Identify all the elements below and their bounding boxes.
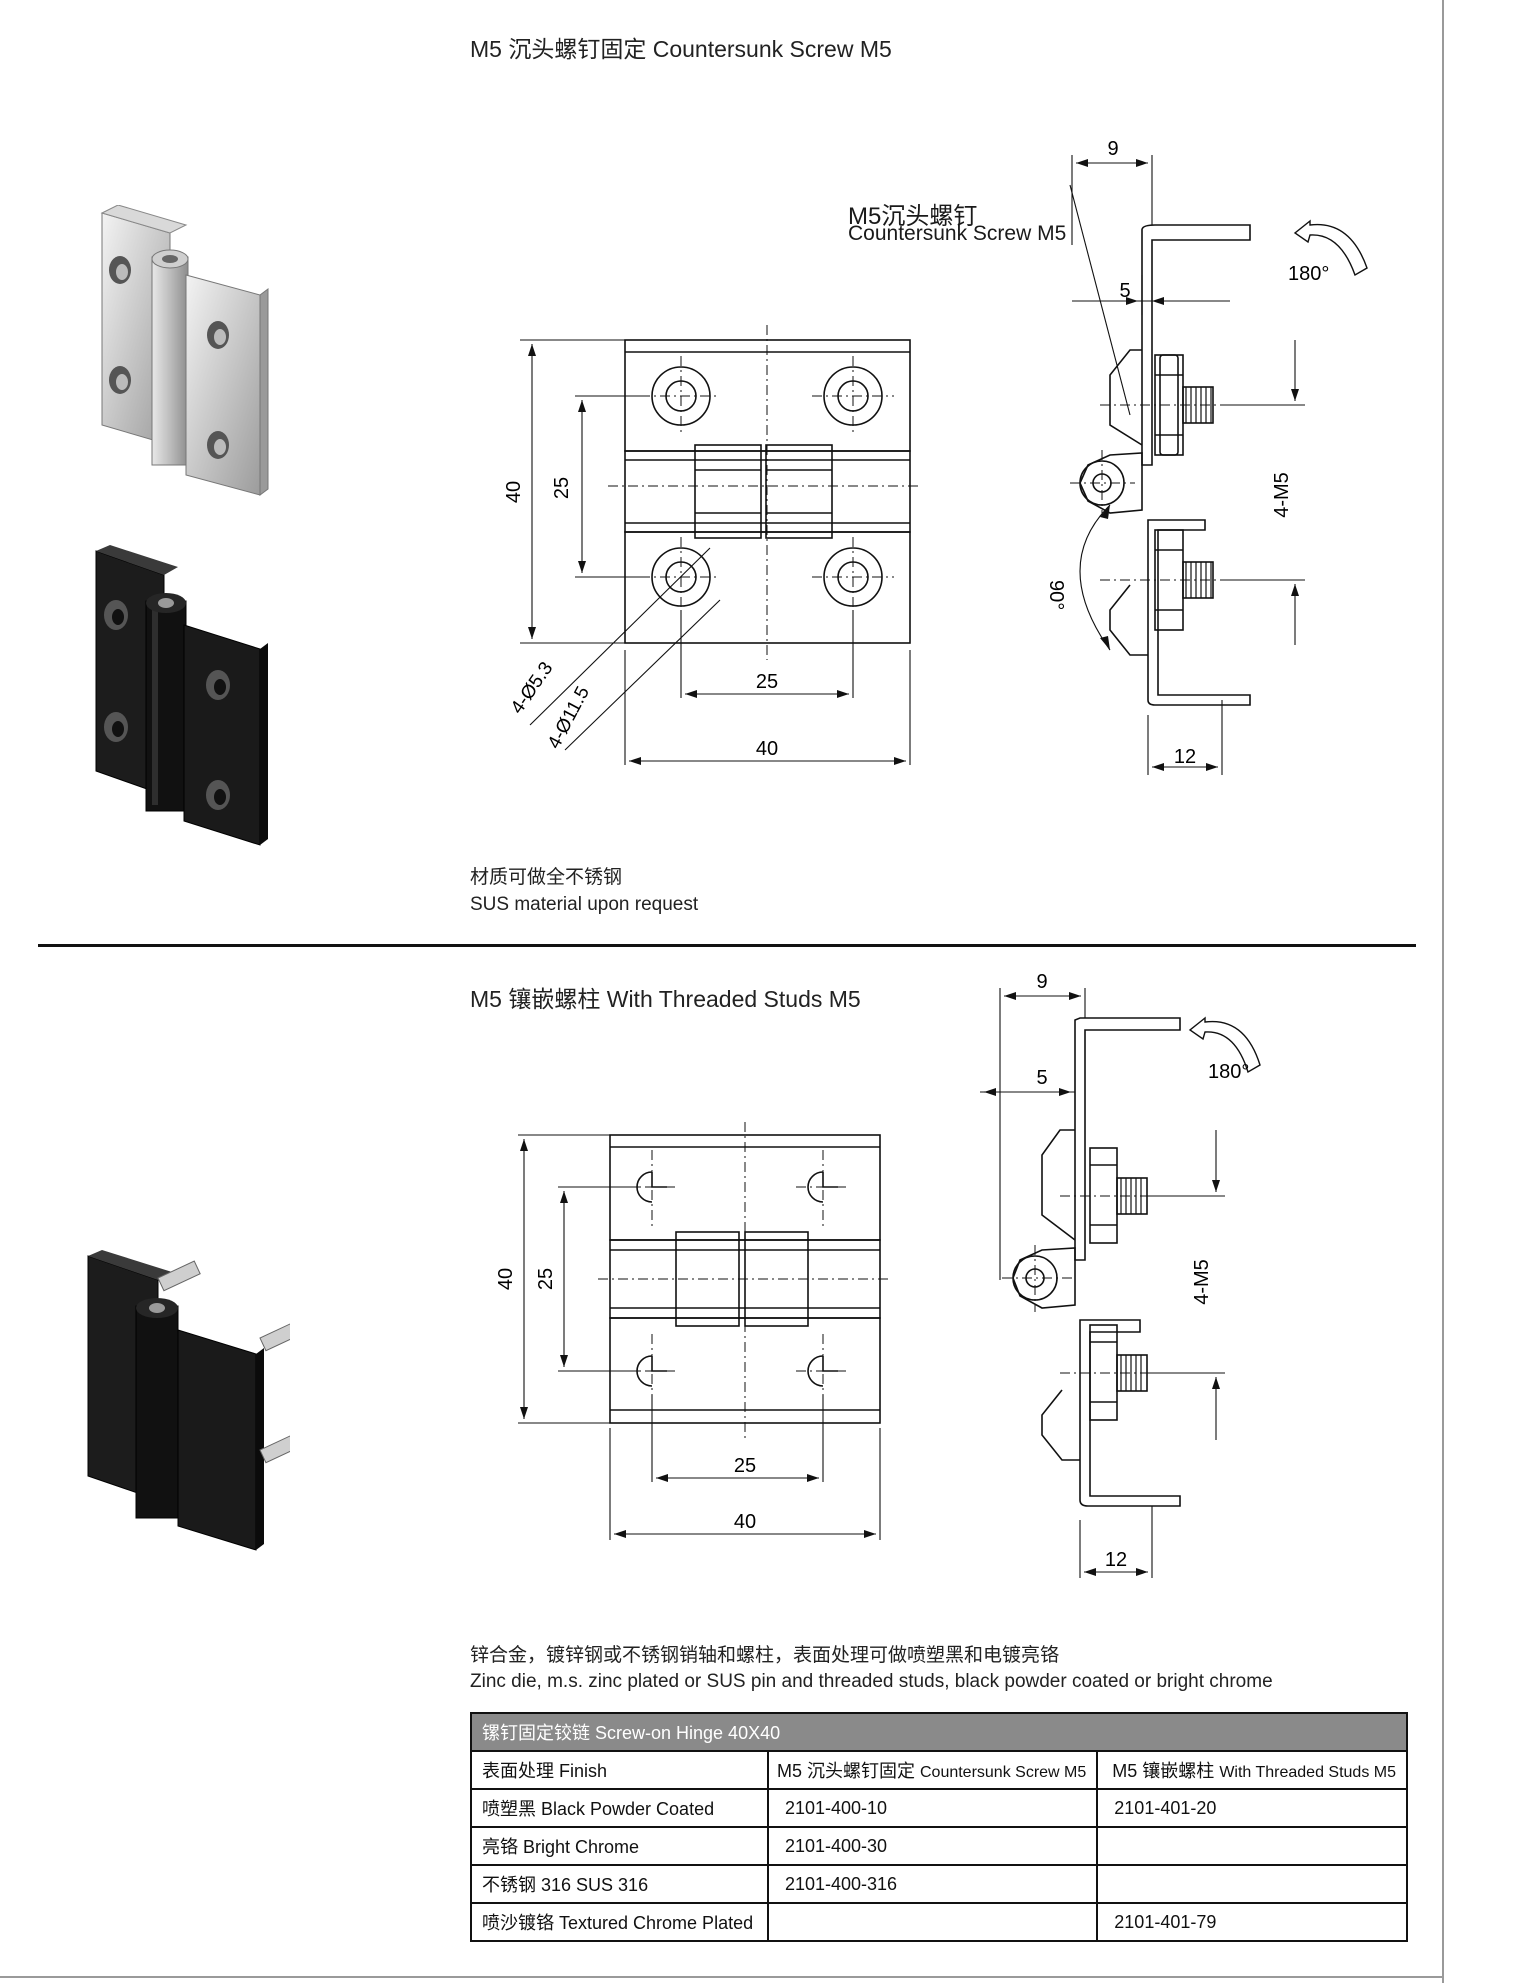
section-divider [38, 944, 1416, 947]
callout-cn: M5沉头螺钉 [848, 203, 978, 230]
studs-part-cell [1096, 1864, 1408, 1904]
angle-180-label-2: 180° [1208, 1061, 1249, 1083]
dim-40-vertical-2: 40 [495, 1268, 517, 1290]
dim-12: 12 [1174, 746, 1196, 768]
part-number-table: 镙钉固定铰链 Screw-on Hinge 40X40 表面处理 Finish … [470, 1712, 1408, 1942]
black-hinge-image [95, 545, 268, 846]
section1-note-en: SUS material upon request [470, 894, 699, 915]
side-view-drawing-2: 9 5 12 4-M5 180° [980, 971, 1261, 1578]
header-studs-cn: M5 镶嵌螺柱 [1112, 1761, 1215, 1781]
studs-part-cell [1096, 1826, 1408, 1866]
header-studs-en: With Threaded Studs M5 [1219, 1764, 1396, 1781]
dim-5-2: 5 [1036, 1067, 1047, 1089]
table-row: 亮铬 Bright Chrome 2101-400-30 [470, 1826, 1408, 1866]
page-frame-right [1442, 0, 1444, 1983]
thread-label: 4-M5 [1271, 472, 1293, 518]
angle-90-label: 90° [1045, 580, 1067, 610]
countersunk-part-cell: 2101-400-30 [766, 1826, 1099, 1866]
dim-25-horizontal: 25 [756, 671, 778, 693]
header-countersunk: M5 沉头螺钉固定 Countersunk Screw M5 [766, 1750, 1099, 1790]
countersunk-part-cell: 2101-400-316 [766, 1864, 1099, 1904]
section1-note-cn: 材质可做全不锈钢 [470, 867, 623, 888]
table-row: 喷塑黑 Black Powder Coated 2101-400-10 2101… [470, 1788, 1408, 1828]
dim-25-horizontal-2: 25 [734, 1455, 756, 1477]
section2-note-en: Zinc die, m.s. zinc plated or SUS pin an… [470, 1671, 1273, 1692]
thread-label-2: 4-M5 [1191, 1259, 1213, 1305]
finish-cell: 喷沙镀铬 Textured Chrome Plated [470, 1902, 769, 1942]
countersunk-part-cell: 2101-400-10 [766, 1788, 1099, 1828]
dim-25-vertical: 25 [551, 477, 573, 499]
dim-12-2: 12 [1105, 1549, 1127, 1571]
silver-hinge-image [100, 205, 269, 496]
table-title: 镙钉固定铰链 Screw-on Hinge 40X40 [470, 1712, 1408, 1752]
table-row: 不锈钢 316 SUS 316 2101-400-316 [470, 1864, 1408, 1904]
table-row: 喷沙镀铬 Textured Chrome Plated 2101-401-79 [470, 1902, 1408, 1942]
angle-180-label: 180° [1288, 263, 1329, 285]
side-view-drawing-1: 9 5 12 4-M5 180° 90° [1045, 138, 1368, 775]
front-view-drawing-1: 40 25 25 40 4-Ø5.3 4-Ø11.5 [503, 325, 920, 765]
front-view-drawing-2: 40 25 25 40 [495, 1122, 892, 1540]
dim-9: 9 [1107, 138, 1118, 160]
table-header-row: 表面处理 Finish M5 沉头螺钉固定 Countersunk Screw … [470, 1750, 1408, 1790]
header-countersunk-en: Countersunk Screw M5 [919, 1764, 1087, 1781]
dim-25-vertical-2: 25 [535, 1268, 557, 1290]
section2-note-cn: 锌合金，镀锌钢或不锈钢销轴和螺柱，表面处理可做喷塑黑和电镀亮铬 [470, 1645, 1060, 1666]
dim-5: 5 [1119, 280, 1130, 302]
studs-part-cell: 2101-401-79 [1096, 1902, 1408, 1942]
dim-9-2: 9 [1036, 971, 1047, 993]
page-frame-bottom [0, 1976, 1444, 1978]
section2-title: M5 镶嵌螺柱 With Threaded Studs M5 [470, 986, 861, 1012]
finish-cell: 不锈钢 316 SUS 316 [470, 1864, 769, 1904]
hole-small-label: 4-Ø5.3 [507, 658, 558, 718]
dim-40-vertical: 40 [503, 481, 525, 503]
header-finish: 表面处理 Finish [470, 1750, 769, 1790]
finish-cell: 亮铬 Bright Chrome [470, 1826, 769, 1866]
black-hinge-studs-image [87, 1250, 290, 1551]
section1-title: M5 沉头螺钉固定 Countersunk Screw M5 [470, 36, 892, 62]
dim-40-horizontal: 40 [756, 738, 778, 760]
studs-part-cell: 2101-401-20 [1096, 1788, 1408, 1828]
header-studs: M5 镶嵌螺柱 With Threaded Studs M5 [1096, 1750, 1408, 1790]
callout-en: Countersunk Screw M5 [848, 222, 1067, 245]
finish-cell: 喷塑黑 Black Powder Coated [470, 1788, 769, 1828]
header-countersunk-cn: M5 沉头螺钉固定 [776, 1761, 915, 1781]
countersunk-part-cell [766, 1902, 1099, 1942]
table-title-row: 镙钉固定铰链 Screw-on Hinge 40X40 [470, 1712, 1408, 1752]
hole-large-label: 4-Ø11.5 [544, 683, 594, 752]
dim-40-horizontal-2: 40 [734, 1511, 756, 1533]
